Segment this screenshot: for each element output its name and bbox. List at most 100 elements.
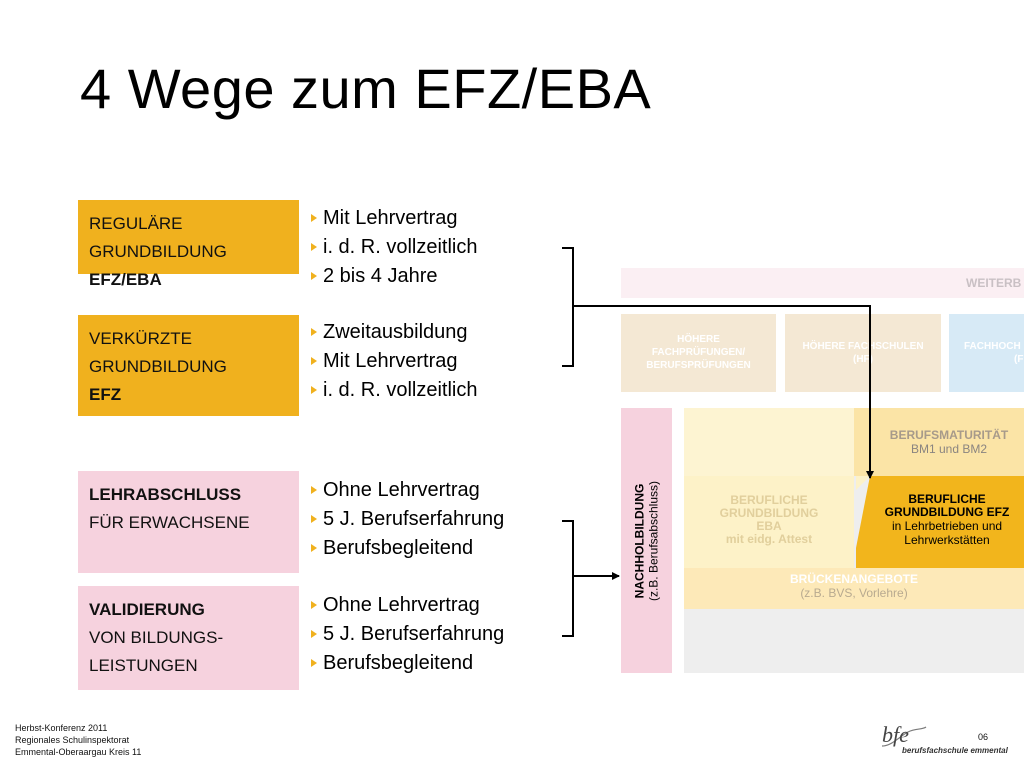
bullet-text: i. d. R. vollzeitlich: [323, 379, 478, 401]
path-box-lehrabschluss-fuer-erwachsene: LEHRABSCHLUSS FÜR ERWACHSENE: [78, 471, 299, 573]
efz-title: GRUNDBILDUNG EFZ: [884, 505, 1010, 519]
brueckenangebote-note: (z.B. BVS, Vorlehre): [800, 586, 908, 600]
bullet-list-regulaere: Mit Lehrvertrag i. d. R. vollzeitlich 2 …: [311, 204, 571, 291]
bullet-arrow-icon: [311, 515, 317, 523]
bracket-bottom-group: [562, 520, 574, 637]
path-box-line: LEISTUNGEN: [89, 656, 198, 675]
tertiary-label: FACHHOCH: [964, 341, 1021, 352]
bullet-text: 5 J. Berufserfahrung: [323, 623, 505, 645]
eba-label: mit eidg. Attest: [725, 532, 813, 546]
bullet-arrow-icon: [311, 659, 317, 667]
bullet-item: Zweitausbildung: [311, 318, 571, 347]
bracket-top-group: [562, 247, 574, 367]
path-box-line: EFZ/EBA: [89, 270, 162, 289]
bullet-item: i. d. R. vollzeitlich: [311, 233, 571, 262]
bullet-text: Ohne Lehrvertrag: [323, 594, 480, 616]
bfe-logo-icon: bfe: [881, 722, 927, 747]
efz-box: BERUFLICHE GRUNDBILDUNG EFZ in Lehrbetri…: [870, 476, 1024, 568]
path-box-line: FÜR ERWACHSENE: [89, 513, 250, 532]
bullet-list-validierung: Ohne Lehrvertrag 5 J. Berufserfahrung Be…: [311, 591, 571, 678]
path-box-verkuerzte-grundbildung: VERKÜRZTE GRUNDBILDUNG EFZ: [78, 315, 299, 416]
eba-label: GRUNDBILDUNG: [719, 506, 819, 520]
path-box-line: VALIDIERUNG: [89, 600, 205, 619]
tertiary-label: FACHPRÜFUNGEN/: [651, 347, 746, 358]
bullet-arrow-icon: [311, 544, 317, 552]
efz-title: BERUFLICHE: [908, 492, 986, 506]
path-box-line: GRUNDBILDUNG: [89, 242, 227, 261]
berufsmaturitaet-note: BM1 und BM2: [910, 442, 988, 456]
bullet-text: Ohne Lehrvertrag: [323, 479, 480, 501]
arrow-to-efz: [573, 305, 874, 479]
tertiary-label: (F: [1014, 354, 1024, 365]
bullet-text: 2 bis 4 Jahre: [323, 265, 438, 287]
footer-line: Herbst-Konferenz 2011: [15, 723, 108, 733]
bullet-item: Ohne Lehrvertrag: [311, 476, 571, 505]
path-box-line: GRUNDBILDUNG: [89, 357, 227, 376]
bullet-item: Ohne Lehrvertrag: [311, 591, 571, 620]
tertiary-box-hoehere-fachschulen: HÖHERE FACHSCHULEN (HF): [785, 314, 941, 392]
slide-title: 4 Wege zum EFZ/EBA: [80, 57, 652, 120]
bullet-item: Mit Lehrvertrag: [311, 204, 571, 233]
bullet-arrow-icon: [311, 630, 317, 638]
tertiary-box-fachhochschulen: FACHHOCH (F: [949, 314, 1024, 392]
bullet-arrow-icon: [311, 601, 317, 609]
bullet-list-lehrabschluss: Ohne Lehrvertrag 5 J. Berufserfahrung Be…: [311, 476, 571, 563]
eba-label: BERUFLICHE: [730, 493, 808, 507]
bullet-item: i. d. R. vollzeitlich: [311, 376, 571, 405]
bullet-arrow-icon: [311, 214, 317, 222]
bullet-text: Berufsbegleitend: [323, 537, 474, 559]
bullet-arrow-icon: [311, 357, 317, 365]
bullet-text: 5 J. Berufserfahrung: [323, 508, 505, 530]
berufsmaturitaet-title: BERUFSMATURITÄT: [889, 428, 1009, 442]
nachholbildung-column: NACHHOLBILDUNG (z.B. Berufsabschluss): [621, 408, 672, 673]
bullet-arrow-icon: [311, 243, 317, 251]
tertiary-label: HÖHERE FACHSCHULEN: [802, 341, 924, 352]
bullet-item: Berufsbegleitend: [311, 534, 571, 563]
logo-subtitle: berufsfachschule emmental: [902, 746, 1008, 755]
berufsmaturitaet-box: BERUFSMATURITÄT BM1 und BM2: [854, 408, 1024, 476]
page-number: 06: [978, 732, 989, 742]
bullet-item: 5 J. Berufserfahrung: [311, 505, 571, 534]
path-box-regulaere-grundbildung: REGULÄRE GRUNDBILDUNG EFZ/EBA: [78, 200, 299, 289]
path-box-line: REGULÄRE: [89, 214, 183, 233]
footer-line: Emmental-Oberaargau Kreis 11: [15, 747, 142, 757]
path-box-line: VON BILDUNGS-: [89, 628, 224, 647]
footer-text: Herbst-Konferenz 2011 Regionales Schulin…: [15, 722, 141, 758]
bullet-text: Mit Lehrvertrag: [323, 350, 458, 372]
bullet-arrow-icon: [311, 272, 317, 280]
bullet-item: 2 bis 4 Jahre: [311, 262, 571, 291]
bullet-text: Berufsbegleitend: [323, 652, 474, 674]
secondary-upper-left: [684, 408, 854, 476]
brueckenangebote-title: BRÜCKENANGEBOTE: [789, 572, 918, 586]
weiterbildung-band: WEITERB: [621, 268, 1024, 298]
efz-note: in Lehrbetrieben und: [891, 519, 1003, 533]
path-box-line: LEHRABSCHLUSS: [89, 485, 242, 504]
efz-arrow-fill: [856, 476, 1024, 568]
bullet-item: Berufsbegleitend: [311, 649, 571, 678]
bullet-item: Mit Lehrvertrag: [311, 347, 571, 376]
tertiary-label: (HF): [853, 354, 873, 365]
weiterbildung-label: WEITERB: [966, 276, 1022, 290]
path-box-line: EFZ: [89, 385, 122, 404]
eba-label: EBA: [756, 519, 782, 533]
path-box-line: VERKÜRZTE: [89, 329, 192, 348]
bullet-arrow-icon: [311, 386, 317, 394]
bullet-list-verkuerzte: Zweitausbildung Mit Lehrvertrag i. d. R.…: [311, 318, 571, 405]
bullet-item: 5 J. Berufserfahrung: [311, 620, 571, 649]
tertiary-box-hoehere-fachpruefungen: HÖHERE FACHPRÜFUNGEN/ BERUFSPRÜFUNGEN: [621, 314, 776, 392]
tertiary-label: BERUFSPRÜFUNGEN: [646, 360, 751, 371]
logo-lettering: bfe: [882, 722, 909, 747]
bullet-arrow-icon: [311, 328, 317, 336]
eba-box: BERUFLICHE GRUNDBILDUNG EBA mit eidg. At…: [684, 476, 854, 568]
footer-line: Regionales Schulinspektorat: [15, 735, 130, 745]
efz-arrow-notch: [856, 476, 870, 490]
efz-note: Lehrwerkstätten: [904, 533, 990, 547]
bullet-text: i. d. R. vollzeitlich: [323, 236, 478, 258]
brueckenangebote-box: BRÜCKENANGEBOTE (z.B. BVS, Vorlehre): [684, 568, 1024, 609]
bullet-text: Mit Lehrvertrag: [323, 207, 458, 229]
bullet-text: Zweitausbildung: [323, 321, 468, 343]
tertiary-label: HÖHERE: [677, 334, 720, 345]
bullet-arrow-icon: [311, 486, 317, 494]
